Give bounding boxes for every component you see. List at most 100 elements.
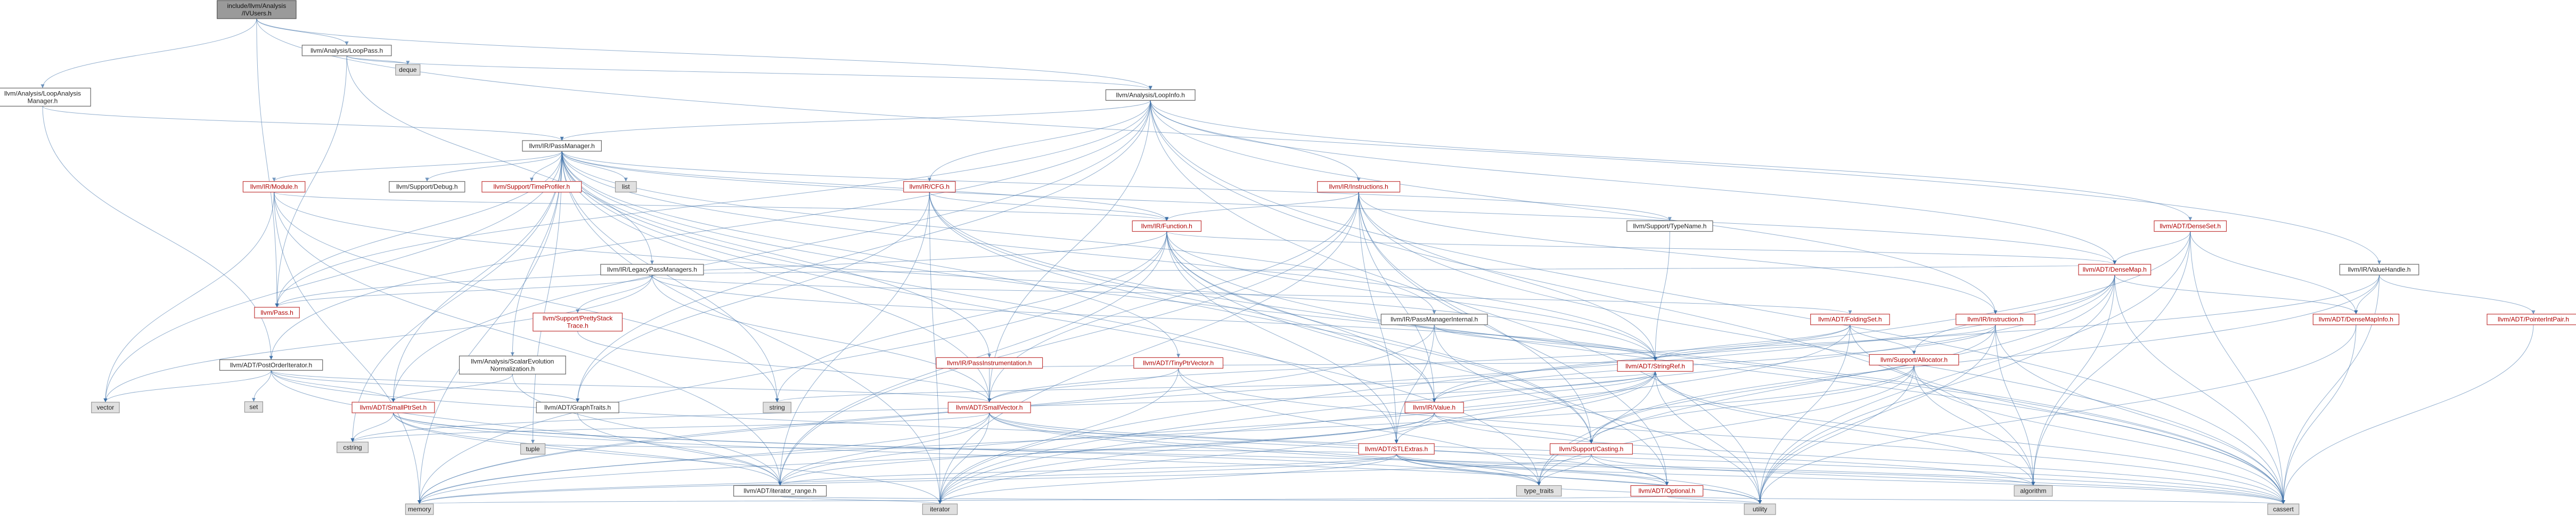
edge-instruction-to-algorithm xyxy=(1995,324,2034,486)
node-densemap[interactable]: llvm/ADT/DenseMap.h xyxy=(2078,264,2152,275)
node-label: llvm/ADT/TinyPtrVector.h xyxy=(1143,359,1214,366)
edge-optional-to-memory xyxy=(419,496,1667,504)
node-value[interactable]: llvm/IR/Value.h xyxy=(1404,402,1464,413)
node-box xyxy=(481,181,582,193)
edge-value-to-casting xyxy=(1434,412,1592,444)
node-graphtraits[interactable]: llvm/ADT/GraphTraits.h xyxy=(536,402,619,413)
edge-instructions-to-stlextras xyxy=(1358,192,1397,444)
edge-postorder-to-vector xyxy=(105,370,272,403)
edge-stringref-to-algorithm xyxy=(1655,371,2034,486)
node-box xyxy=(1132,220,1202,232)
node-list[interactable]: list xyxy=(615,181,637,193)
node-postorder[interactable]: llvm/ADT/PostOrderIterator.h xyxy=(219,359,323,371)
node-memory[interactable]: memory xyxy=(405,503,434,515)
node-stlextras[interactable]: llvm/ADT/STLExtras.h xyxy=(1358,443,1435,455)
node-legacypm[interactable]: llvm/IR/LegacyPassManagers.h xyxy=(600,264,704,275)
node-box xyxy=(217,0,297,19)
node-denseset[interactable]: llvm/ADT/DenseSet.h xyxy=(2154,220,2227,232)
node-cassert[interactable]: cassert xyxy=(2267,503,2300,515)
node-box xyxy=(533,313,623,332)
node-label: llvm/IR/PassManagerInternal.h xyxy=(1391,316,1478,323)
edge-densemap-to-memory xyxy=(419,275,2115,504)
node-utility[interactable]: utility xyxy=(1744,503,1776,515)
node-cstring[interactable]: cstring xyxy=(337,442,369,453)
node-smallvector[interactable]: llvm/ADT/SmallVector.h xyxy=(947,402,1031,413)
node-label: deque xyxy=(399,66,417,74)
node-loopinfo[interactable]: llvm/Analysis/LoopInfo.h xyxy=(1105,89,1196,101)
node-looppass[interactable]: llvm/Analysis/LoopPass.h xyxy=(301,45,392,56)
edge-valuehandle-to-value xyxy=(1434,275,2380,403)
edge-stringref-to-string xyxy=(776,371,1656,403)
edge-instructions-to-instruction xyxy=(1358,192,1996,314)
edge-loopinfo-to-instructions xyxy=(1150,100,1359,182)
node-foldingset[interactable]: llvm/ADT/FoldingSet.h xyxy=(1810,314,1890,325)
node-label: llvm/ADT/STLExtras.h xyxy=(1365,445,1428,453)
node-set[interactable]: set xyxy=(244,401,263,413)
node-instruction[interactable]: llvm/IR/Instruction.h xyxy=(1956,314,2035,325)
node-optional[interactable]: llvm/ADT/Optional.h xyxy=(1630,485,1704,497)
edge-module-to-function xyxy=(274,192,1167,221)
node-module[interactable]: llvm/IR/Module.h xyxy=(242,181,306,193)
edge-legacypm-to-stringref xyxy=(651,275,1656,361)
node-root[interactable]: include/llvm/Analysis/IVUsers.h xyxy=(217,0,297,19)
edge-denseset-to-cassert xyxy=(2190,231,2284,504)
edge-iterrange-to-iterator xyxy=(780,496,941,504)
node-stringref[interactable]: llvm/ADT/StringRef.h xyxy=(1617,360,1694,372)
node-label: llvm/ADT/DenseMapInfo.h xyxy=(2319,316,2393,323)
edge-root-to-looppass xyxy=(256,18,347,45)
edge-arrowhead xyxy=(1653,371,1657,376)
edge-denseset-to-densemapinfo xyxy=(2190,231,2357,314)
edge-passmanager-to-pass xyxy=(276,151,562,307)
node-valuehandle[interactable]: llvm/IR/ValueHandle.h xyxy=(2339,264,2419,275)
node-deque[interactable]: deque xyxy=(395,64,421,76)
node-box xyxy=(337,442,369,453)
edge-passmanager-to-iterator xyxy=(561,151,941,504)
edge-passmanager-to-list xyxy=(561,151,626,182)
node-instructions[interactable]: llvm/IR/Instructions.h xyxy=(1317,181,1401,193)
node-scalarevo[interactable]: llvm/Analysis/ScalarEvolutionNormalizati… xyxy=(459,355,566,374)
node-passinstr[interactable]: llvm/IR/PassInstrumentation.h xyxy=(936,357,1043,369)
node-box xyxy=(405,503,434,515)
node-algorithm[interactable]: algorithm xyxy=(2014,485,2053,497)
edge-smallvector-to-utility xyxy=(989,413,1761,504)
node-timeprof[interactable]: llvm/Support/TimeProfiler.h xyxy=(481,181,582,193)
node-tinyptr[interactable]: llvm/ADT/TinyPtrVector.h xyxy=(1133,357,1224,369)
node-label: string xyxy=(770,404,785,411)
edge-arrowhead xyxy=(251,398,256,402)
node-function[interactable]: llvm/IR/Function.h xyxy=(1132,220,1202,232)
edge-passmanager-to-function xyxy=(561,151,1167,221)
edge-casting-to-typetraits xyxy=(1539,454,1592,486)
node-label: llvm/Support/Debug.h xyxy=(396,183,457,191)
node-densemapinfo[interactable]: llvm/ADT/DenseMapInfo.h xyxy=(2312,314,2400,325)
node-allocator[interactable]: llvm/Support/Allocator.h xyxy=(1869,354,1959,366)
node-tuple[interactable]: tuple xyxy=(520,443,546,455)
node-casting[interactable]: llvm/Support/Casting.h xyxy=(1549,443,1633,455)
node-string[interactable]: string xyxy=(763,402,791,413)
node-typename[interactable]: llvm/Support/TypeName.h xyxy=(1626,220,1713,232)
node-pmi[interactable]: llvm/IR/PassManagerInternal.h xyxy=(1380,314,1488,325)
node-passmanager[interactable]: llvm/IR/PassManager.h xyxy=(522,140,602,152)
node-smallptrset[interactable]: llvm/ADT/SmallPtrSet.h xyxy=(351,402,435,413)
edge-denseset-to-utility xyxy=(1760,231,2191,504)
node-iterrange[interactable]: llvm/ADT/iterator_range.h xyxy=(733,485,827,497)
edge-instruction-to-casting xyxy=(1591,324,1996,444)
edge-loopinfo-to-graphtraits xyxy=(577,100,1151,403)
edge-arrowhead xyxy=(650,260,654,265)
edge-passmanager-to-densemap xyxy=(561,151,2115,265)
node-box xyxy=(1133,357,1224,369)
edge-cfg-to-iterrange xyxy=(780,192,930,486)
node-debug[interactable]: llvm/Support/Debug.h xyxy=(389,181,465,193)
edge-instructions-to-cassert xyxy=(1358,192,2284,504)
node-cfg[interactable]: llvm/IR/CFG.h xyxy=(903,181,956,193)
node-pass[interactable]: llvm/Pass.h xyxy=(254,307,300,319)
edge-smallvector-to-iterator xyxy=(939,413,990,504)
node-iterator[interactable]: iterator xyxy=(922,503,958,515)
node-box xyxy=(242,181,306,193)
node-label: llvm/ADT/SmallVector.h xyxy=(956,404,1023,411)
node-vector[interactable]: vector xyxy=(91,402,120,413)
node-typetraits[interactable]: type_traits xyxy=(1516,485,1562,497)
edge-function-to-pass xyxy=(276,231,1167,307)
node-pointerintpair[interactable]: llvm/ADT/PointerIntPair.h xyxy=(2487,314,2576,325)
